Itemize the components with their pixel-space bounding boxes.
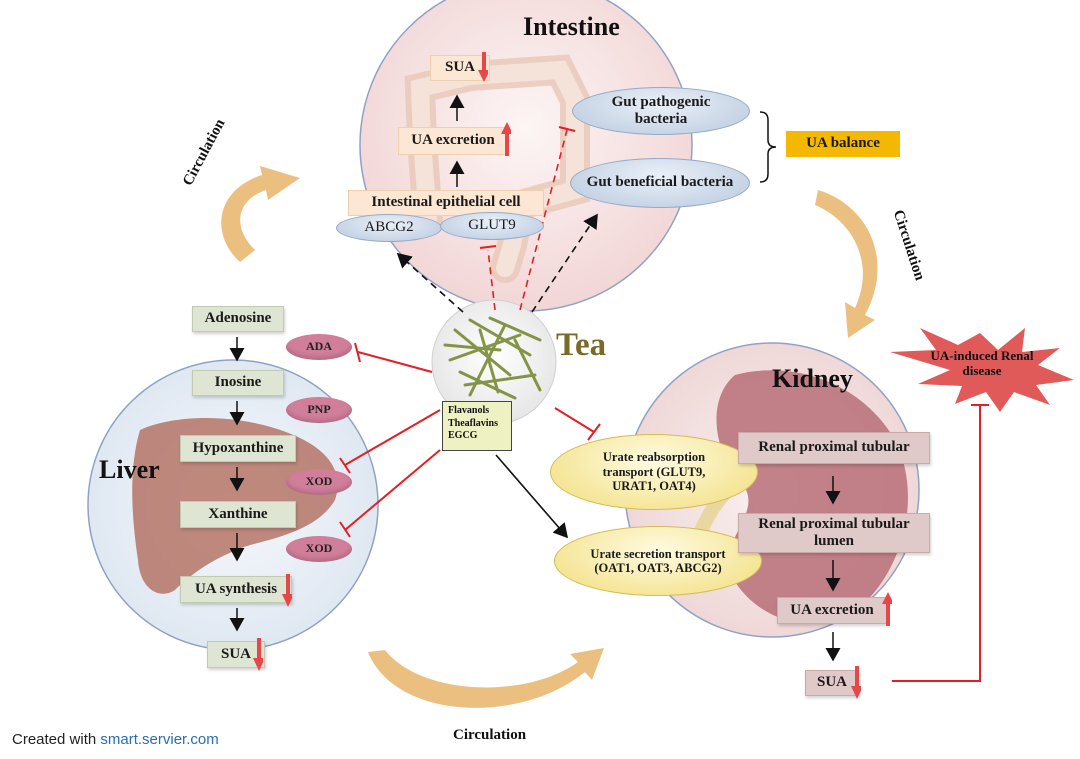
circulation-arrow-bottom: [368, 648, 604, 708]
ua-synthesis-label: UA synthesis: [194, 580, 278, 597]
circulation-label-bottom: Circulation: [453, 727, 527, 743]
kidney-ua-excretion-box: UA excretion: [777, 597, 887, 624]
xod-enzyme-1: XOD: [286, 469, 352, 495]
adenosine-label: Adenosine: [204, 310, 272, 327]
intestine-sua-label: SUA: [444, 59, 475, 76]
inosine-box: Inosine: [192, 370, 284, 396]
pnp-label: PNP: [307, 402, 331, 417]
kidney-ua-excretion-label: UA excretion: [790, 601, 874, 618]
renal-disease-star: [890, 328, 1074, 412]
tea-inhibitions: [339, 342, 601, 538]
sua-to-renal-disease-line: [892, 405, 981, 682]
gut-beneficial-bacteria-label: Gut beneficial bacteria: [586, 174, 734, 191]
tea-dashed-arrows: [396, 213, 598, 313]
intestinal-epithelial-cell-label: Intestinal epithelial cell: [371, 194, 521, 211]
liver-title: Liver: [99, 455, 160, 484]
renal-disease-label-wrap: UA-induced Renal disease: [922, 344, 1042, 384]
gut-pathogenic-bacteria-oval: Gut pathogenic bacteria: [572, 87, 750, 135]
renal-proximal-tubular-label: Renal proximal tubular: [758, 439, 910, 456]
xod-label-2: XOD: [305, 541, 333, 556]
liver-sua-label: SUA: [220, 645, 251, 662]
ua-balance-brace: [759, 111, 777, 183]
renal-proximal-tubular-lumen-label: Renal proximal tubular lumen: [758, 515, 910, 549]
intestine-ua-excretion-label: UA excretion: [411, 132, 495, 149]
renal-disease-label: UA-induced Renal disease: [930, 348, 1034, 378]
ua-balance-box: UA balance: [786, 131, 900, 157]
abcg2-label: ABCG2: [364, 219, 414, 236]
hypoxanthine-box: Hypoxanthine: [180, 435, 296, 462]
gut-beneficial-bacteria-oval: Gut beneficial bacteria: [570, 158, 750, 208]
pnp-enzyme: PNP: [286, 397, 352, 423]
urate-secretion-oval: Urate secretion transport (OAT1, OAT3, A…: [554, 526, 762, 596]
tea-compound-2: Theaflavins: [448, 417, 499, 429]
gut-pathogenic-bacteria-label: Gut pathogenic bacteria: [611, 93, 711, 127]
adenosine-box: Adenosine: [192, 306, 284, 332]
intestine-sua-box: SUA: [430, 55, 490, 81]
tea-to-secretion-arrow: [495, 454, 569, 539]
kidney-ua-excretion-increase-icon: [882, 592, 892, 626]
kidney-sua-box: SUA: [805, 670, 859, 696]
intestine-title: Intestine: [523, 12, 620, 41]
hypoxanthine-label: Hypoxanthine: [192, 439, 284, 456]
kidney-title: Kidney: [772, 364, 853, 393]
intestine-sua-decrease-icon: [478, 52, 488, 82]
ada-label: ADA: [306, 339, 332, 354]
credit-prefix: Created with: [12, 731, 101, 748]
ua-balance-label: UA balance: [806, 135, 880, 152]
ua-synthesis-box: UA synthesis: [180, 576, 292, 603]
glut9-oval: GLUT9: [440, 212, 544, 240]
tea-compounds-box: Flavanols Theaflavins EGCG: [442, 401, 512, 451]
ada-enzyme: ADA: [286, 334, 352, 360]
xod-enzyme-2: XOD: [286, 536, 352, 562]
xod-label-1: XOD: [305, 474, 333, 489]
kidney-sua-label: SUA: [816, 674, 847, 691]
dashed-inhibition-caps: [479, 126, 576, 249]
circulation-arrow-right: [815, 190, 878, 338]
tea-compound-1: Flavanols: [448, 405, 490, 416]
inosine-label: Inosine: [214, 374, 262, 391]
intestine-ua-excretion-box: UA excretion: [398, 127, 508, 155]
glut9-label: GLUT9: [468, 217, 516, 234]
intestinal-epithelial-cell-box: Intestinal epithelial cell: [348, 190, 544, 216]
tea-dashed-inhibitions: [487, 129, 568, 311]
urate-reabsorption-label: Urate reabsorption transport (GLUT9, URA…: [602, 450, 706, 494]
urate-reabsorption-oval: Urate reabsorption transport (GLUT9, URA…: [550, 434, 758, 510]
liver-sua-box: SUA: [207, 641, 265, 668]
urate-secretion-label: Urate secretion transport (OAT1, OAT3, A…: [590, 546, 726, 575]
tea-title: Tea: [556, 327, 607, 363]
ua-synthesis-decrease-icon: [282, 574, 292, 607]
tea-compound-3: EGCG: [448, 430, 478, 441]
tea-leaves: [443, 316, 542, 400]
liver-sua-decrease-icon: [253, 638, 263, 671]
intestine-ua-excretion-increase-icon: [501, 122, 511, 156]
circulation-arrow-top-left: [221, 166, 300, 262]
renal-proximal-tubular-lumen-box: Renal proximal tubular lumen: [738, 513, 930, 553]
xanthine-box: Xanthine: [180, 501, 296, 528]
abcg2-oval: ABCG2: [336, 214, 442, 242]
kidney-sua-decrease-icon: [851, 666, 861, 699]
xanthine-label: Xanthine: [208, 505, 268, 522]
credit-url: smart.servier.com: [100, 731, 219, 748]
servier-credit: Created with smart.servier.com: [12, 731, 219, 748]
renal-proximal-tubular-box: Renal proximal tubular: [738, 432, 930, 464]
